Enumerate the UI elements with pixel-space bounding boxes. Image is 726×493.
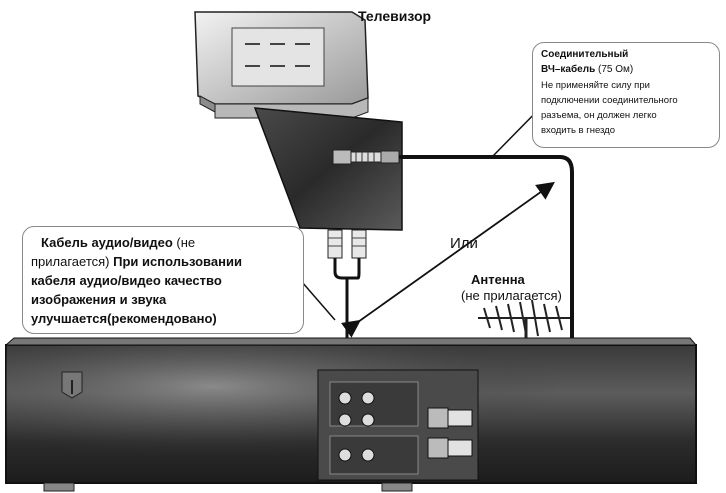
- antenna-note: (не прилагается): [461, 288, 562, 303]
- antenna-label: Антенна: [471, 272, 525, 287]
- av-callout-line1: Кабель аудио/видео (не: [41, 235, 195, 250]
- rf-callout-title-suffix: (75 Ом): [598, 64, 634, 75]
- rf-callout-title-bold: ВЧ–кабель: [541, 64, 596, 75]
- av-callout-line2-bold: При использовании: [113, 254, 242, 269]
- rf-callout-note-2: подключении соединительного: [541, 95, 678, 106]
- av-callout-line1-rest: (не: [176, 235, 196, 250]
- av-callout-line3: кабеля аудио/видео качество: [31, 273, 222, 288]
- av-callout-line5-normal: (рекомендовано): [107, 311, 217, 326]
- rf-callout-title-line2: ВЧ–кабель (75 Ом): [541, 64, 633, 75]
- av-callout-line5-bold: улучшается: [31, 311, 108, 326]
- av-callout-leader: [301, 281, 336, 321]
- or-arrow: [341, 181, 555, 338]
- rf-callout-note-1: Не применяйте силу при: [541, 80, 650, 91]
- av-cable-callout: Кабель аудио/видео (не прилагается) При …: [22, 226, 304, 334]
- or-label: Или: [450, 235, 478, 252]
- av-callout-line2: прилагается) При использовании: [31, 254, 242, 269]
- av-plugs: [327, 229, 367, 345]
- av-callout-line1-bold: Кабель аудио/видео: [41, 235, 173, 250]
- rf-callout-title-line1: Соединительный: [541, 49, 629, 60]
- tv-set: [194, 11, 403, 231]
- rf-callout-note-3: разъема, он должен легко: [541, 110, 657, 121]
- rf-callout-note-4: входить в гнездо: [541, 125, 616, 136]
- av-callout-line5: улучшается(рекомендовано): [31, 311, 217, 326]
- tv-label: Телевизор: [358, 8, 432, 24]
- av-callout-line2-normal: прилагается): [31, 254, 110, 269]
- video-device: [4, 337, 698, 492]
- rf-cable-callout: Соединительный ВЧ–кабель (75 Ом) Не прим…: [532, 42, 720, 148]
- av-callout-line4: изображения и звука: [31, 292, 167, 307]
